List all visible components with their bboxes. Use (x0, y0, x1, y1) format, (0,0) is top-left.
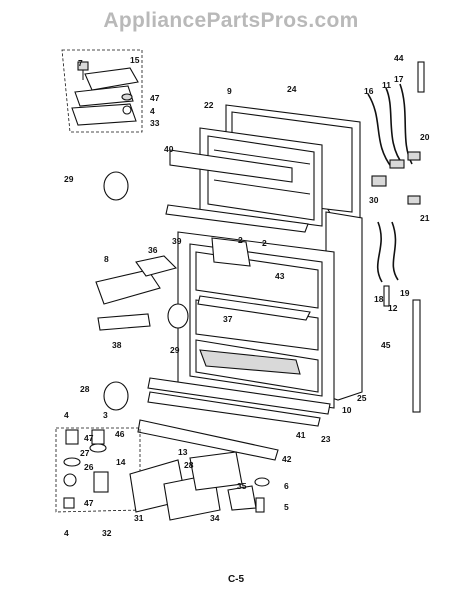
callout-label: 15 (130, 55, 140, 65)
bottom-hinge-parts (129, 451, 270, 521)
fresh-food-door (137, 211, 363, 461)
hinge-inset (61, 49, 143, 133)
callout-label: 9 (227, 86, 232, 96)
callout-label: 3 (103, 410, 108, 420)
callout-label: 12 (388, 303, 398, 313)
callout-label: 29 (170, 345, 180, 355)
callout-label: 24 (287, 84, 297, 94)
callout-label: 37 (223, 314, 233, 324)
callout-label: 16 (364, 86, 374, 96)
callout-label: 39 (172, 236, 182, 246)
callout-label: 29 (64, 174, 74, 184)
callout-label: 38 (112, 340, 122, 350)
callout-label: 10 (342, 405, 352, 415)
callout-label: 27 (80, 448, 90, 458)
freezer-door (165, 104, 361, 233)
callout-label: 23 (321, 434, 331, 444)
loose-parts (95, 171, 189, 411)
callout-label: 33 (150, 118, 160, 128)
callout-label: 13 (178, 447, 188, 457)
callout-label: 26 (84, 462, 94, 472)
callout-label: 11 (382, 80, 391, 90)
callout-label: 31 (134, 513, 144, 523)
watermark: AppliancePartsPros.com (103, 9, 358, 32)
callout-label: 30 (369, 195, 379, 205)
callout-label: 19 (400, 288, 410, 298)
callout-label: 47 (84, 433, 94, 443)
callout-label: 46 (115, 429, 125, 439)
callout-label: 47 (84, 498, 94, 508)
callout-label: 35 (237, 481, 247, 491)
callout-label: 4 (64, 528, 69, 538)
callout-label: 41 (296, 430, 306, 440)
callout-label: 25 (357, 393, 367, 403)
callout-label: 22 (204, 100, 214, 110)
callout-label: 4 (64, 410, 69, 420)
callout-label: 36 (148, 245, 158, 255)
callout-label: 34 (210, 513, 220, 523)
callout-label: 4 (150, 106, 155, 116)
page-code: C-5 (228, 574, 245, 585)
callout-label: 40 (164, 144, 174, 154)
callout-label: 45 (381, 340, 391, 350)
callout-label: 2 (262, 238, 267, 248)
callout-label: 44 (394, 53, 404, 63)
callout-label: 42 (282, 454, 292, 464)
callouts: 44 7 15 47 4 33 9 24 16 11 17 22 20 40 2… (64, 53, 430, 538)
callout-label: 5 (284, 502, 289, 512)
callout-label: 8 (104, 254, 109, 264)
callout-label: 7 (78, 58, 83, 68)
callout-label: 43 (275, 271, 285, 281)
hinge-box (55, 427, 141, 513)
callout-label: 21 (420, 213, 430, 223)
callout-label: 17 (394, 74, 404, 84)
callout-label: 20 (420, 132, 430, 142)
callout-label: 6 (284, 481, 289, 491)
side-parts (367, 61, 425, 413)
callout-label: 2 (238, 235, 243, 245)
callout-label: 28 (184, 460, 194, 470)
callout-label: 28 (80, 384, 90, 394)
callout-label: 18 (374, 294, 384, 304)
callout-label: 47 (150, 93, 160, 103)
callout-label: 32 (102, 528, 112, 538)
callout-label: 14 (116, 457, 126, 467)
